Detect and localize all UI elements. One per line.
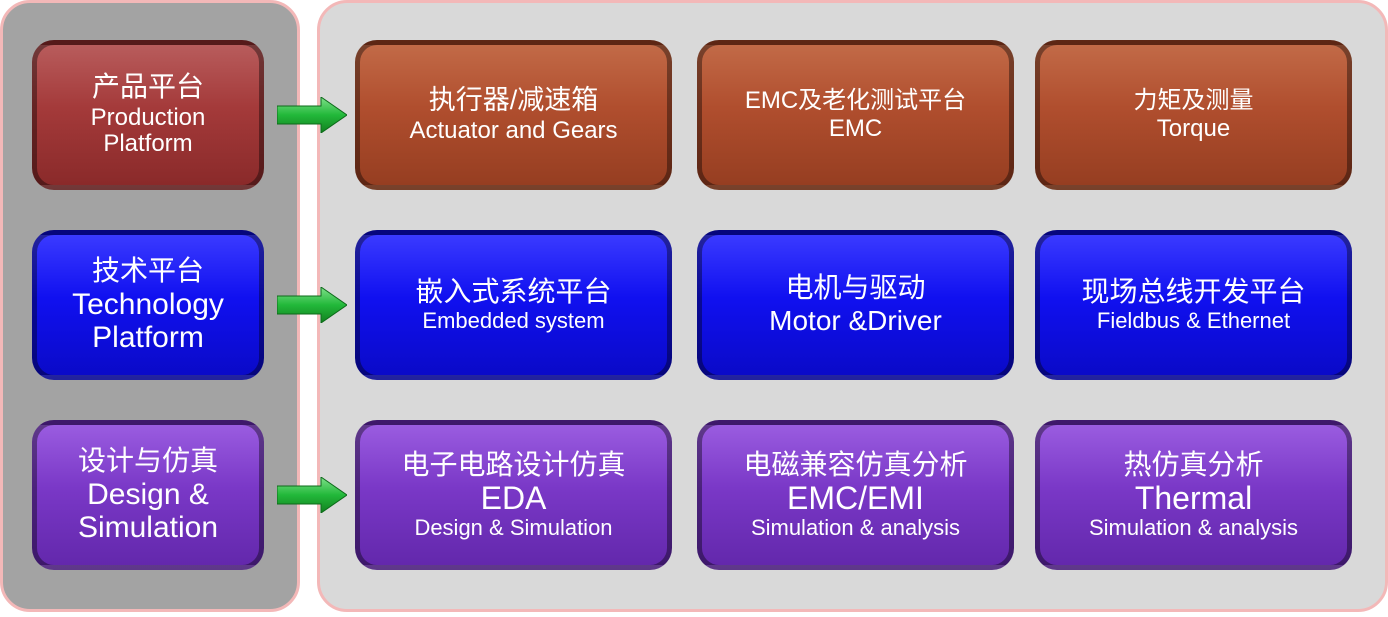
torque-measure-en: Torque (1156, 115, 1231, 142)
emc-emi-en: Simulation & analysis (750, 514, 961, 540)
emc-aging-test-zh: EMC及老化测试平台 (744, 86, 967, 114)
arrow-right-icon (277, 287, 347, 323)
eda-box: 电子电路设计仿真 EDA Design & Simulation (355, 420, 672, 570)
eda-zh: 电子电路设计仿真 (401, 448, 626, 480)
fieldbus-ethernet-en: Fieldbus & Ethernet (1096, 308, 1291, 334)
design-simulation-box: 设计与仿真 Design & Simulation (32, 420, 264, 570)
thermal-en: Simulation & analysis (1088, 514, 1299, 540)
design-simulation-en1: Design & (87, 478, 209, 512)
arrow-right-icon (277, 97, 347, 133)
torque-measure-zh: 力矩及测量 (1133, 86, 1254, 114)
actuator-gears-zh: 执行器/减速箱 (428, 84, 599, 115)
motor-driver-box: 电机与驱动 Motor &Driver (697, 230, 1014, 380)
emc-aging-test-en: EMC (828, 115, 883, 142)
fieldbus-ethernet-box: 现场总线开发平台 Fieldbus & Ethernet (1035, 230, 1352, 380)
emc-emi-zh: 电磁兼容仿真分析 (743, 448, 968, 480)
emc-aging-test-box: EMC及老化测试平台 EMC (697, 40, 1014, 190)
thermal-box: 热仿真分析 Thermal Simulation & analysis (1035, 420, 1352, 570)
technology-platform-zh: 技术平台 (91, 254, 204, 286)
production-platform-box: 产品平台 Production Platform (32, 40, 264, 190)
eda-abbr: EDA (480, 479, 547, 516)
emc-emi-abbr: EMC/EMI (787, 479, 924, 516)
torque-measure-box: 力矩及测量 Torque (1035, 40, 1352, 190)
production-platform-zh: 产品平台 (91, 71, 204, 103)
actuator-gears-box: 执行器/减速箱 Actuator and Gears (355, 40, 672, 190)
thermal-abbr: Thermal (1134, 479, 1253, 516)
actuator-gears-en: Actuator and Gears (409, 116, 618, 144)
production-platform-en1: Production (90, 104, 206, 131)
technology-platform-en1: Technology (72, 288, 224, 322)
design-simulation-en2: Simulation (77, 511, 219, 545)
technology-platform-box: 技术平台 Technology Platform (32, 230, 264, 380)
fieldbus-ethernet-zh: 现场总线开发平台 (1081, 275, 1306, 307)
embedded-system-box: 嵌入式系统平台 Embedded system (355, 230, 672, 380)
eda-en: Design & Simulation (414, 514, 613, 540)
design-simulation-zh: 设计与仿真 (77, 444, 218, 476)
motor-driver-en: Motor &Driver (769, 305, 942, 336)
production-platform-en2: Platform (103, 130, 193, 158)
embedded-system-zh: 嵌入式系统平台 (415, 275, 612, 307)
motor-driver-zh: 电机与驱动 (785, 272, 926, 304)
thermal-zh: 热仿真分析 (1123, 448, 1264, 480)
embedded-system-en: Embedded system (422, 308, 605, 334)
arrow-right-icon (277, 477, 347, 513)
emc-emi-box: 电磁兼容仿真分析 EMC/EMI Simulation & analysis (697, 420, 1014, 570)
technology-platform-en2: Platform (92, 321, 204, 355)
